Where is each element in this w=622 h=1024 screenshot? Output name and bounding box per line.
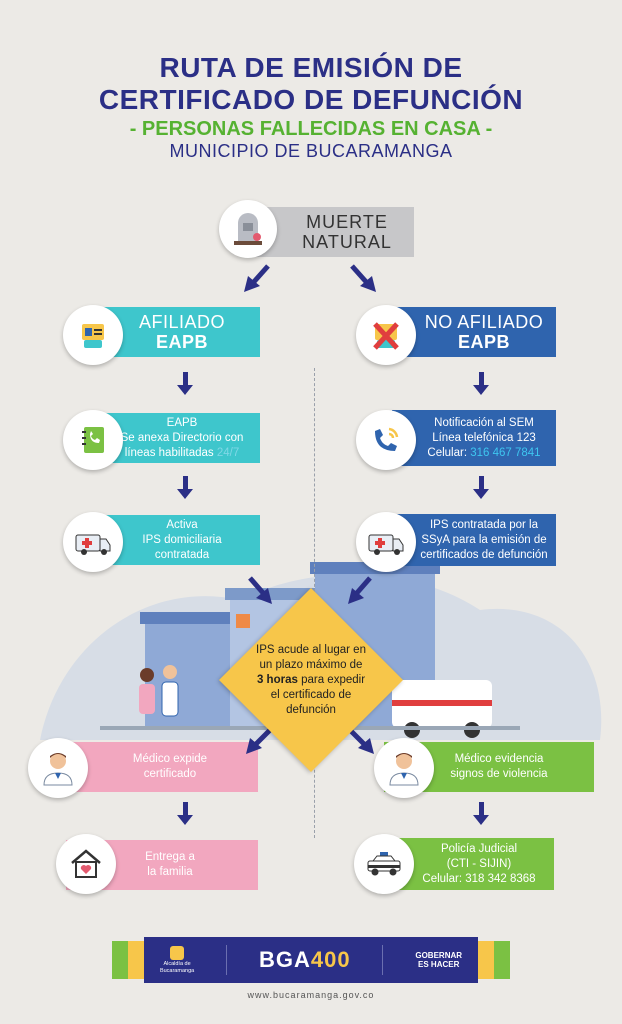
right-step1-line3-label: Celular: — [427, 446, 468, 459]
right-step1-phone: 316 467 7841 — [470, 446, 541, 459]
brand-number: 400 — [310, 947, 351, 972]
page-title-line1: RUTA DE EMISIÓN DE — [159, 52, 463, 83]
municipality-label: MUNICIPIO DE BUCARAMANGA — [169, 141, 453, 161]
slogan-line1: GOBERNAR — [415, 951, 463, 960]
split-arrows — [246, 728, 374, 754]
arrow-stem — [183, 372, 188, 386]
footer-stripe-left — [112, 941, 144, 979]
house-heart-icon — [56, 834, 116, 894]
crossed-id-card-icon — [356, 305, 416, 365]
left-step1-line2: Se anexa Directorio con — [120, 431, 244, 444]
arrow-down-icon — [473, 489, 489, 499]
right-step1-line2: Línea telefónica 123 — [432, 431, 536, 444]
doctor-icon — [28, 738, 88, 798]
slogan-line2: ES HACER — [418, 960, 460, 969]
arrow-down-icon — [473, 385, 489, 395]
left-step1-hours: 24/7 — [216, 446, 240, 459]
non-affiliated-line1: NO AFILIADO — [424, 312, 544, 332]
slogan-logo: GOBERNAR ES HACER — [415, 951, 462, 969]
right-step2-box: IPS contratada por la SSyA para la emisi… — [392, 514, 556, 566]
right-result1-line2: signos de violencia — [450, 768, 548, 780]
left-step1-line1: EAPB — [166, 416, 198, 429]
affiliated-line2: EAPB — [155, 332, 208, 352]
diamond-text-bold: 3 horas — [256, 673, 298, 686]
left-result2-line2: la familia — [147, 866, 193, 878]
judicial-police-box: Policía Judicial (CTI - SIJIN) Celular: … — [384, 838, 554, 890]
alcaldia-logo: Alcaldía de Bucaramanga — [159, 945, 195, 975]
left-step2-line3: contratada — [154, 548, 210, 561]
right-result1-line1: Médico evidencia — [454, 753, 544, 765]
left-step1-line3: líneas habilitadas — [124, 446, 214, 459]
arrow-down-icon — [177, 385, 193, 395]
alcaldia-line1: Alcaldía de — [163, 960, 191, 967]
diamond-text: IPS acude al lugar en un plazo máximo de… — [255, 622, 367, 738]
arrow-stem — [479, 476, 484, 490]
phone-book-icon — [63, 410, 123, 470]
left-step2-line2: IPS domiciliaria — [142, 533, 222, 546]
alcaldia-line2: Bucaramanga — [159, 967, 195, 974]
bga400-logo: BGA400 — [259, 947, 351, 973]
ambulance-icon — [356, 512, 416, 572]
id-card-icon — [63, 305, 123, 365]
police-car-icon — [354, 834, 414, 894]
right-step2-line2: SSyA para la emisión de — [421, 533, 547, 546]
arrow-stem — [479, 372, 484, 386]
footer-stripe-right — [478, 941, 510, 979]
non-affiliated-eapb-box: NO AFILIADO EAPB — [392, 307, 556, 357]
page-title-line2: CERTIFICADO DE DEFUNCIÓN — [98, 84, 524, 115]
footer-bar: Alcaldía de Bucaramanga BGA400 GOBERNAR … — [144, 937, 478, 983]
arrow-stem — [183, 802, 188, 816]
natural-death-line1: MUERTE — [306, 212, 388, 232]
website-url: www.bucaramanga.gov.co — [247, 990, 375, 1000]
ambulance-icon — [63, 512, 123, 572]
diamond-text-part1: IPS acude al lugar en un plazo máximo de — [256, 643, 366, 671]
non-affiliated-line2: EAPB — [457, 332, 510, 352]
left-step2-line1: Activa — [166, 518, 198, 531]
footer-divider — [226, 945, 228, 975]
arrow-down-icon — [473, 815, 489, 825]
merge-arrows — [248, 576, 372, 604]
center-decision-diamond: IPS acude al lugar en un plazo máximo de… — [219, 588, 403, 772]
right-step2-line1: IPS contratada por la — [429, 518, 539, 531]
right-step1-box: Notificación al SEM Línea telefónica 123… — [392, 410, 556, 466]
left-result1-line1: Médico expide — [132, 753, 208, 765]
right-step1-line1: Notificación al SEM — [434, 416, 534, 429]
right-result2-line2: (CTI - SIJIN) — [446, 857, 512, 870]
arrow-stem — [183, 476, 188, 490]
gravestone-icon — [219, 200, 277, 258]
arrow-down-icon — [177, 489, 193, 499]
coat-of-arms-icon — [170, 945, 185, 960]
footer-divider — [382, 945, 384, 975]
affiliated-line1: AFILIADO — [138, 312, 226, 332]
start-branch-arrows — [244, 264, 376, 292]
page-subtitle: - PERSONAS FALLECIDAS EN CASA - — [129, 118, 493, 140]
left-result1-line2: certificado — [143, 768, 197, 780]
brand-main: BGA — [258, 947, 311, 972]
natural-death-line2: NATURAL — [302, 232, 392, 252]
arrow-down-icon — [177, 815, 193, 825]
arrow-stem — [479, 802, 484, 816]
right-result2-line1: Policía Judicial — [440, 842, 518, 855]
left-result2-line1: Entrega a — [145, 851, 195, 863]
doctor-icon — [374, 738, 434, 798]
diamond-text-part2: para expedir el certificado de defunción — [270, 673, 366, 716]
phone-icon — [356, 410, 416, 470]
natural-death-box: MUERTE NATURAL — [252, 207, 414, 257]
right-result2-line3: Celular: 318 342 8368 — [422, 872, 536, 885]
right-step2-line3: certificados de defunción — [420, 548, 548, 561]
doctor-issues-certificate-box: Médico expide certificado — [66, 742, 258, 792]
